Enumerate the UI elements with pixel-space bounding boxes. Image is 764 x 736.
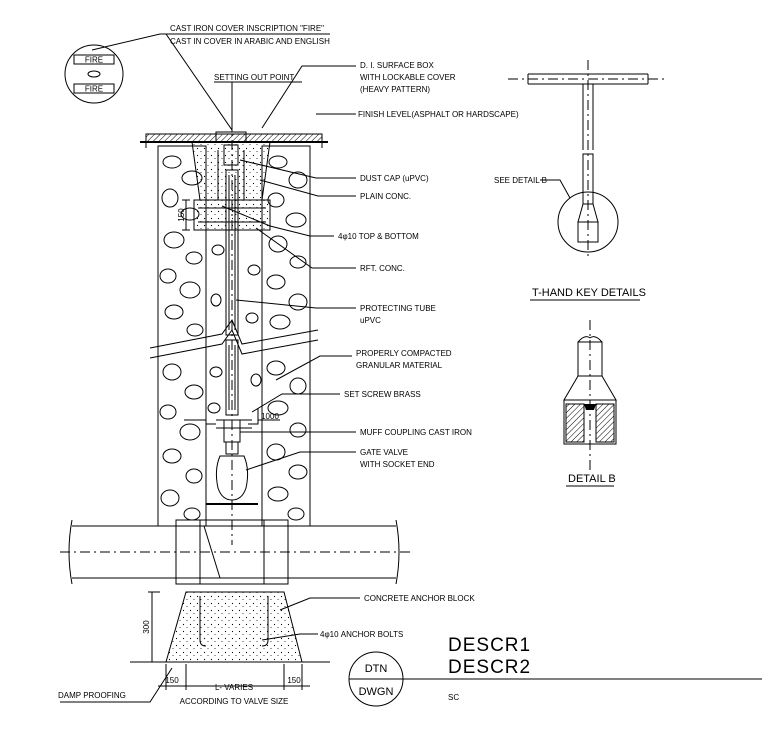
label-see-detail: SEE DETAIL B [494,176,547,185]
main-labels: CAST IRON COVER INSCRIPTION "FIRE" CAST … [58,24,519,700]
main-pipe [60,519,410,585]
label-anchor-block: CONCRETE ANCHOR BLOCK [364,594,475,603]
label-cover-inscription: CAST IRON COVER INSCRIPTION "FIRE" [170,24,324,33]
label-granular-2: GRANULAR MATERIAL [356,361,443,370]
label-surface-box-1: D. I. SURFACE BOX [360,61,434,70]
t-hand-key-detail: SEE DETAIL B T-HAND KEY DETAILS [494,60,668,301]
label-protecting-tube-1: PROTECTING TUBE [360,304,436,313]
valve-size-label: ACCORDING TO VALVE SIZE [180,697,289,706]
protecting-tube [225,120,239,545]
dim-1000: 1000 [261,412,279,421]
label-surface-box-3: (HEAVY PATTERN) [360,85,430,94]
title-block: DTN DWGN DESCR1 DESCR2 SC [348,635,762,707]
fire-label-bottom: FIRE [85,85,103,94]
label-setting-out: SETTING OUT POINT [214,73,294,82]
dim-l-varies: L- VARIES [215,683,253,692]
anchor-block: 300 150 150 L- VARIES ACCORDING TO VALVE… [130,591,330,706]
label-gate-valve-1: GATE VALVE [360,448,408,457]
muff-coupling: 1000 [184,408,280,443]
label-plain-conc: PLAIN CONC. [360,192,411,201]
title-sc: SC [448,693,459,702]
label-set-screw: SET SCREW BRASS [344,390,421,399]
title-descr1: DESCR1 [448,635,531,656]
label-rft-conc: RFT. CONC. [360,264,405,273]
label-dust-cap: DUST CAP (uPVC) [360,174,429,183]
label-gate-valve-2: WITH SOCKET END [360,460,435,469]
label-protecting-tube-2: uPVC [360,316,381,325]
label-muff-coupling: MUFF COUPLING CAST IRON [360,428,472,437]
dim-150-slab: 150 [177,208,186,222]
label-cover-languages: CAST IN COVER IN ARABIC AND ENGLISH [170,37,330,46]
title-dwgn: DWGN [359,686,394,698]
label-t-hand-key: T-HAND KEY DETAILS [532,287,646,299]
fire-label-top: FIRE [85,56,103,65]
surface-box [191,131,271,201]
label-granular-1: PROPERLY COMPACTED [356,349,452,358]
rft-concrete-slab: 150 [177,199,271,231]
leader-lines [60,33,360,703]
dim-150-right: 150 [287,676,301,685]
label-damp-proofing: DAMP PROOFING [58,691,126,700]
label-finish-level: FINISH LEVEL(ASPHALT OR HARDSCAPE) [358,110,519,119]
title-dtn: DTN [365,663,388,675]
label-surface-box-2: WITH LOCKABLE COVER [360,73,456,82]
break-line [149,318,319,359]
fire-cover-icon: FIRE FIRE [64,44,124,104]
label-rebar: 4φ10 TOP & BOTTOM [338,232,419,241]
dim-150-left: 150 [165,676,179,685]
label-anchor-bolts: 4φ10 ANCHOR BOLTS [320,630,403,639]
detail-b: DETAIL B [563,320,617,487]
dim-300: 300 [142,620,151,634]
title-descr2: DESCR2 [448,657,531,678]
label-detail-b: DETAIL B [568,473,616,485]
gate-valve [206,441,258,505]
